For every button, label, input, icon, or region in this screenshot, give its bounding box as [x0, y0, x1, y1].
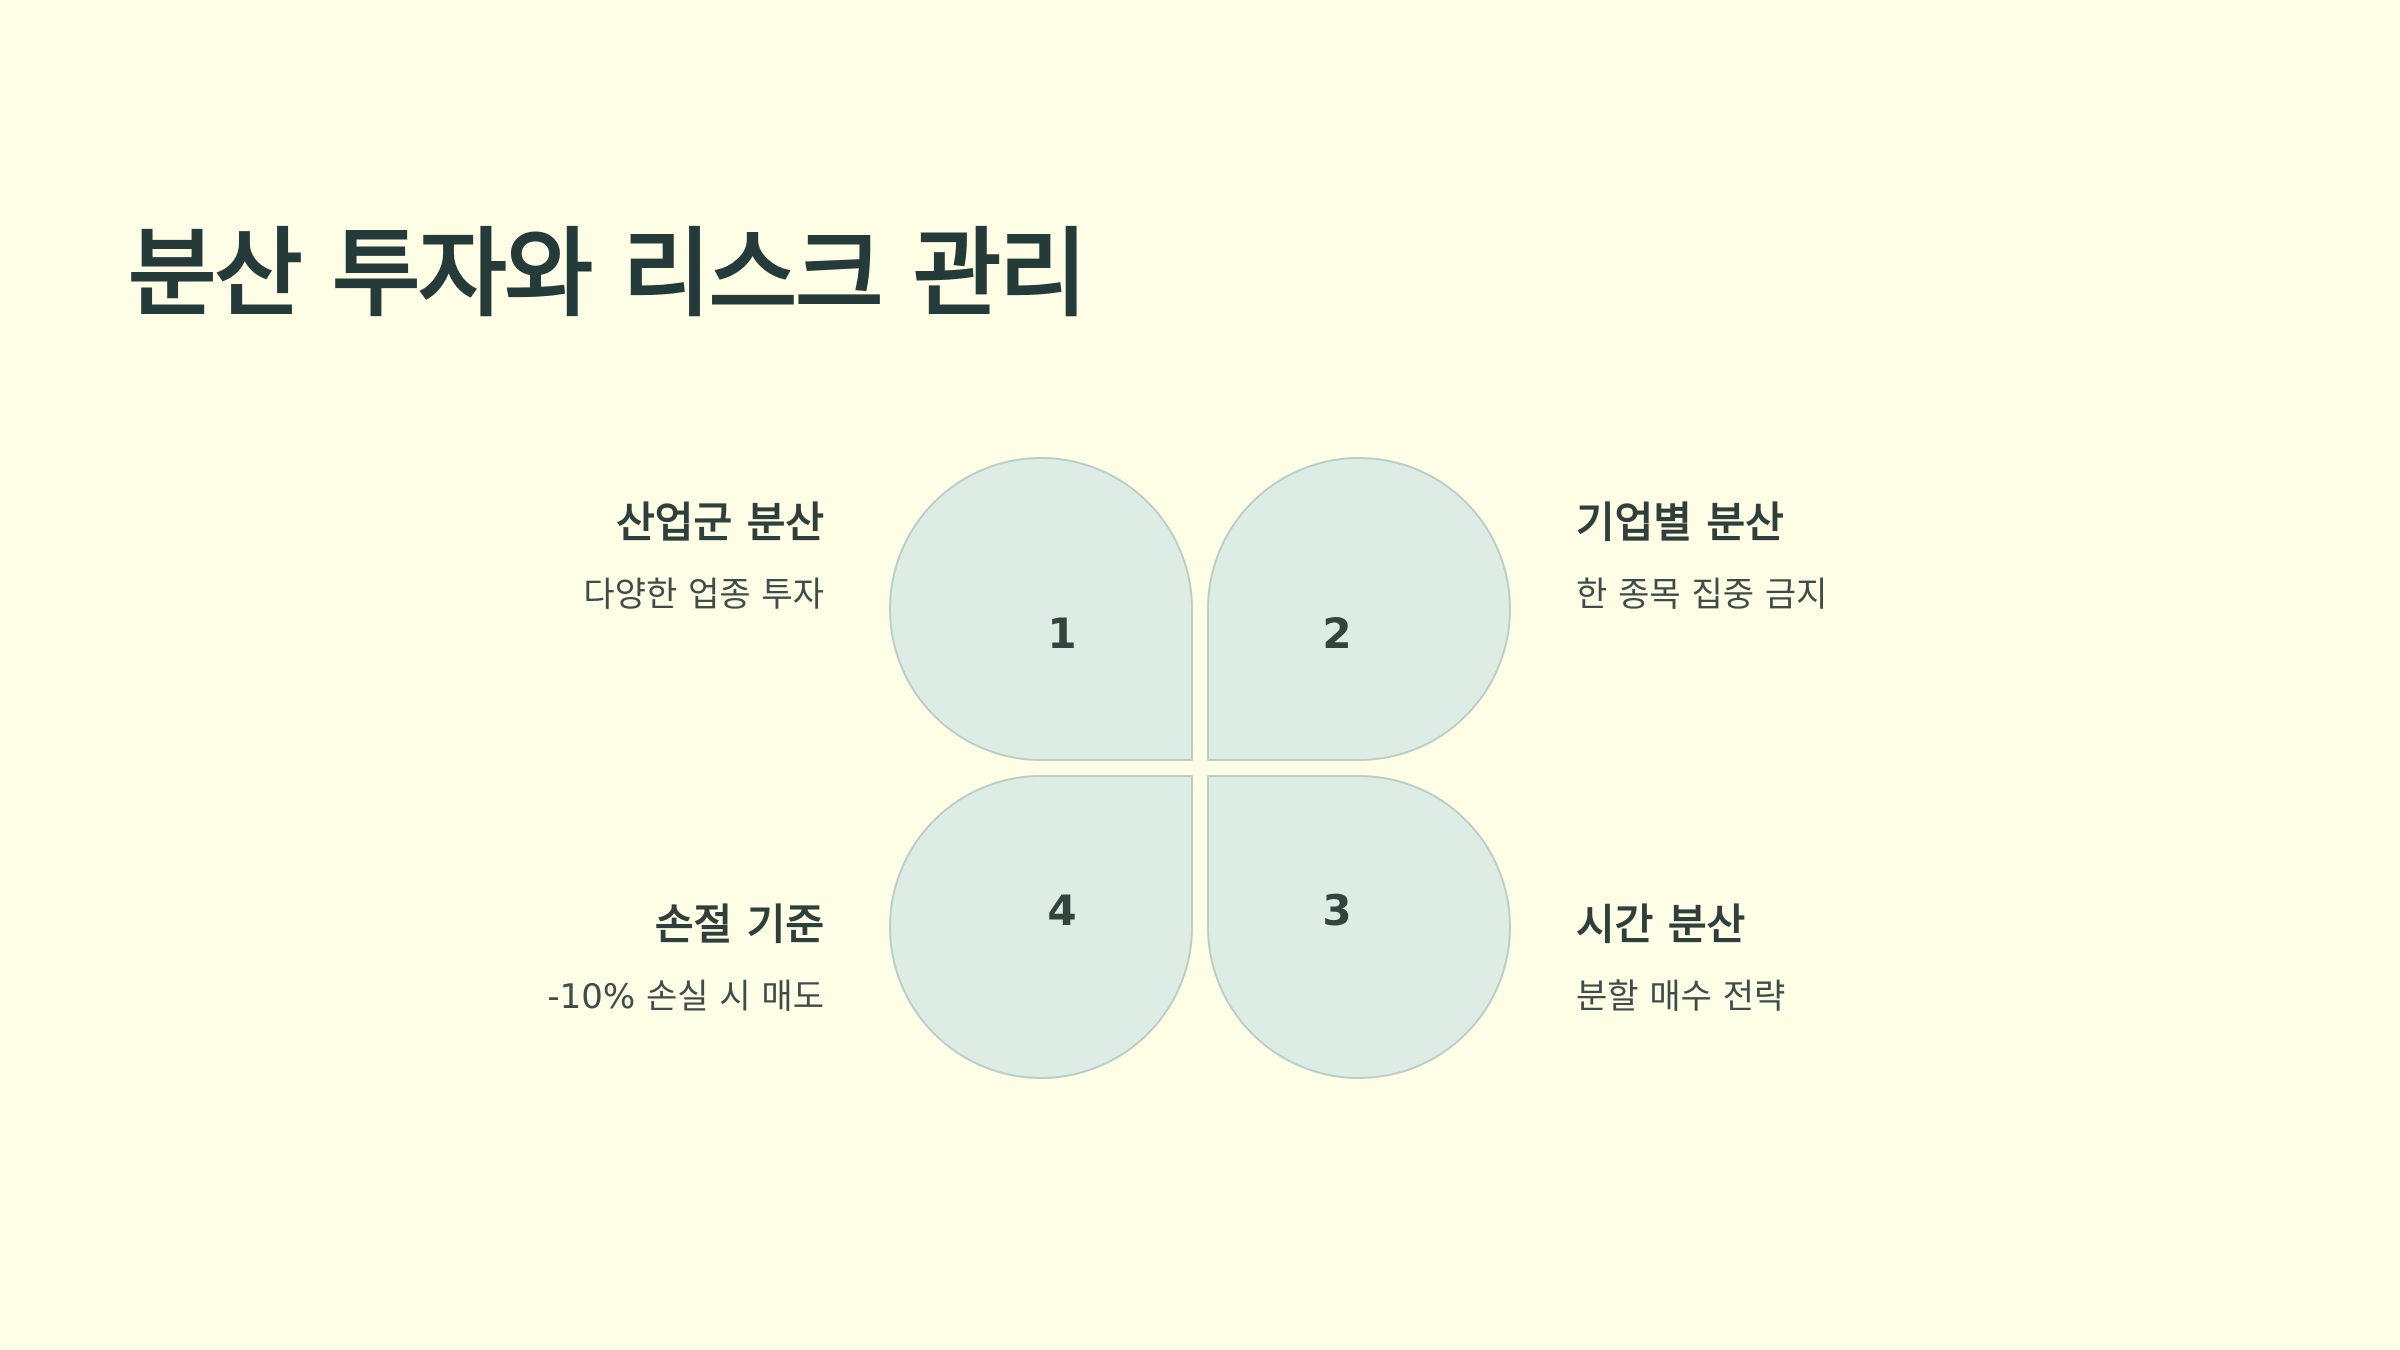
- item-description: 다양한 업종 투자: [583, 575, 824, 615]
- petal-1: [889, 457, 1193, 762]
- item-heading: 산업군 분산: [616, 498, 824, 547]
- petal-2: [1207, 457, 1511, 761]
- item-heading: 손절 기준: [654, 900, 824, 949]
- petal-number-1: 1: [1047, 609, 1076, 658]
- item-top-left: 산업군 분산 다양한 업종 투자: [583, 498, 824, 615]
- item-bottom-left: 손절 기준 -10% 손실 시 매도: [547, 900, 824, 1017]
- petal-4: [889, 774, 1193, 1079]
- item-description: -10% 손실 시 매도: [547, 977, 824, 1017]
- petal-3: [1207, 775, 1511, 1079]
- petal-number-2: 2: [1322, 609, 1351, 658]
- petal-number-3: 3: [1322, 886, 1351, 935]
- item-top-right: 기업별 분산 한 종목 집중 금지: [1576, 498, 1828, 615]
- item-heading: 기업별 분산: [1576, 498, 1784, 547]
- item-heading: 시간 분산: [1576, 900, 1746, 949]
- item-description: 분할 매수 전략: [1576, 977, 1786, 1017]
- item-bottom-right: 시간 분산 분할 매수 전략: [1576, 900, 1786, 1017]
- item-description: 한 종목 집중 금지: [1576, 575, 1828, 615]
- page-title: 분산 투자와 리스크 관리: [128, 218, 1087, 330]
- petal-number-4: 4: [1047, 886, 1076, 935]
